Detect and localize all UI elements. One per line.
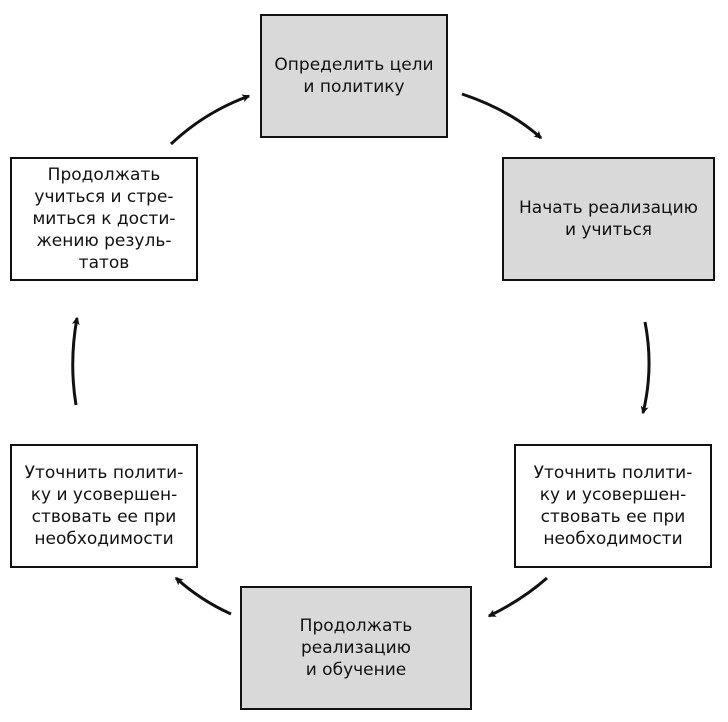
step-box-refine-policy-right: Уточнить полити- ку и усовершен- ствоват… — [514, 444, 712, 568]
arrow-refine-to-learning — [71, 316, 80, 406]
step-box-refine-policy-left: Уточнить полити- ку и усовершен- ствоват… — [10, 444, 198, 568]
step-label: Продолжать реализацию и обучение — [299, 616, 413, 680]
step-label: Уточнить полити- ку и усовершен- ствоват… — [533, 463, 693, 549]
step-label: Уточнить полити- ку и усовершен- ствоват… — [24, 463, 184, 549]
step-box-define-goals: Определить цели и политику — [260, 14, 448, 138]
arrow-learning-to-define — [169, 94, 251, 146]
step-box-start-implementation: Начать реализацию и учиться — [502, 157, 715, 281]
arrow-start-to-refine — [640, 321, 651, 415]
step-label: Продолжать учиться и стре- миться к дост… — [32, 165, 176, 273]
step-box-continue-learning: Продолжать учиться и стре- миться к дост… — [10, 157, 198, 281]
arrow-refine-to-continue — [487, 576, 548, 618]
arrow-continue-to-refine — [174, 576, 232, 616]
step-label: Определить цели и политику — [274, 55, 434, 97]
step-label: Начать реализацию и учиться — [519, 198, 698, 240]
step-box-continue-implementation: Продолжать реализацию и обучение — [240, 586, 472, 710]
arrow-define-to-start — [461, 92, 543, 140]
